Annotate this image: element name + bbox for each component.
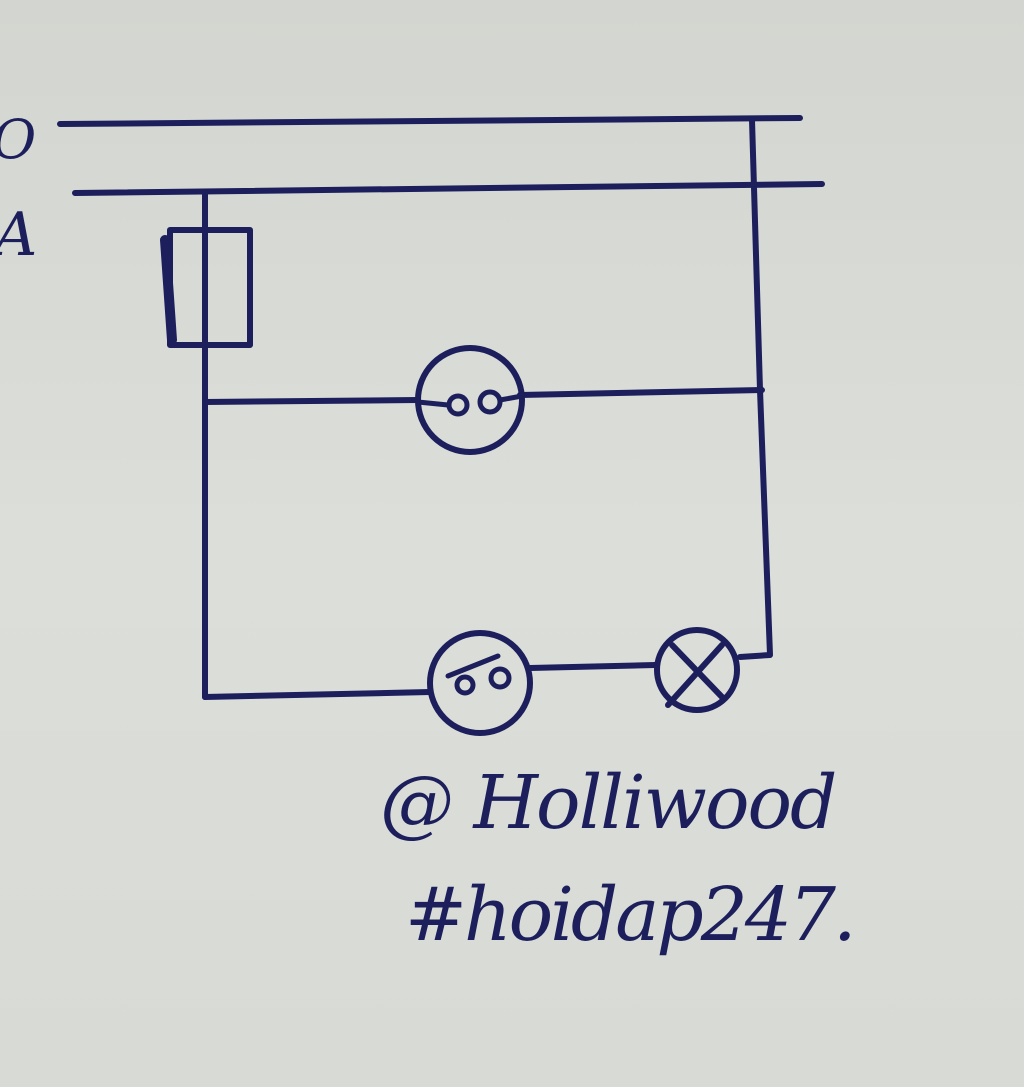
socket-branch-wire-left xyxy=(202,397,421,405)
switch-lamp-wire xyxy=(527,662,658,671)
credit-author: @ Holliwood xyxy=(380,760,837,846)
fuse-icon xyxy=(160,227,253,348)
right-return-wire xyxy=(737,117,773,660)
socket-branch-wire-right xyxy=(517,387,765,398)
lamp-branch-wire xyxy=(202,689,433,700)
neutral-wire-label: O xyxy=(0,108,36,171)
credit-hashtag: #hoidap247. xyxy=(405,872,857,958)
neutral-wire xyxy=(57,115,803,127)
lamp-icon xyxy=(654,627,740,713)
socket-icon xyxy=(415,345,525,455)
live-wire xyxy=(72,181,825,196)
live-wire-label: A xyxy=(0,200,37,270)
switch-icon xyxy=(427,630,533,736)
